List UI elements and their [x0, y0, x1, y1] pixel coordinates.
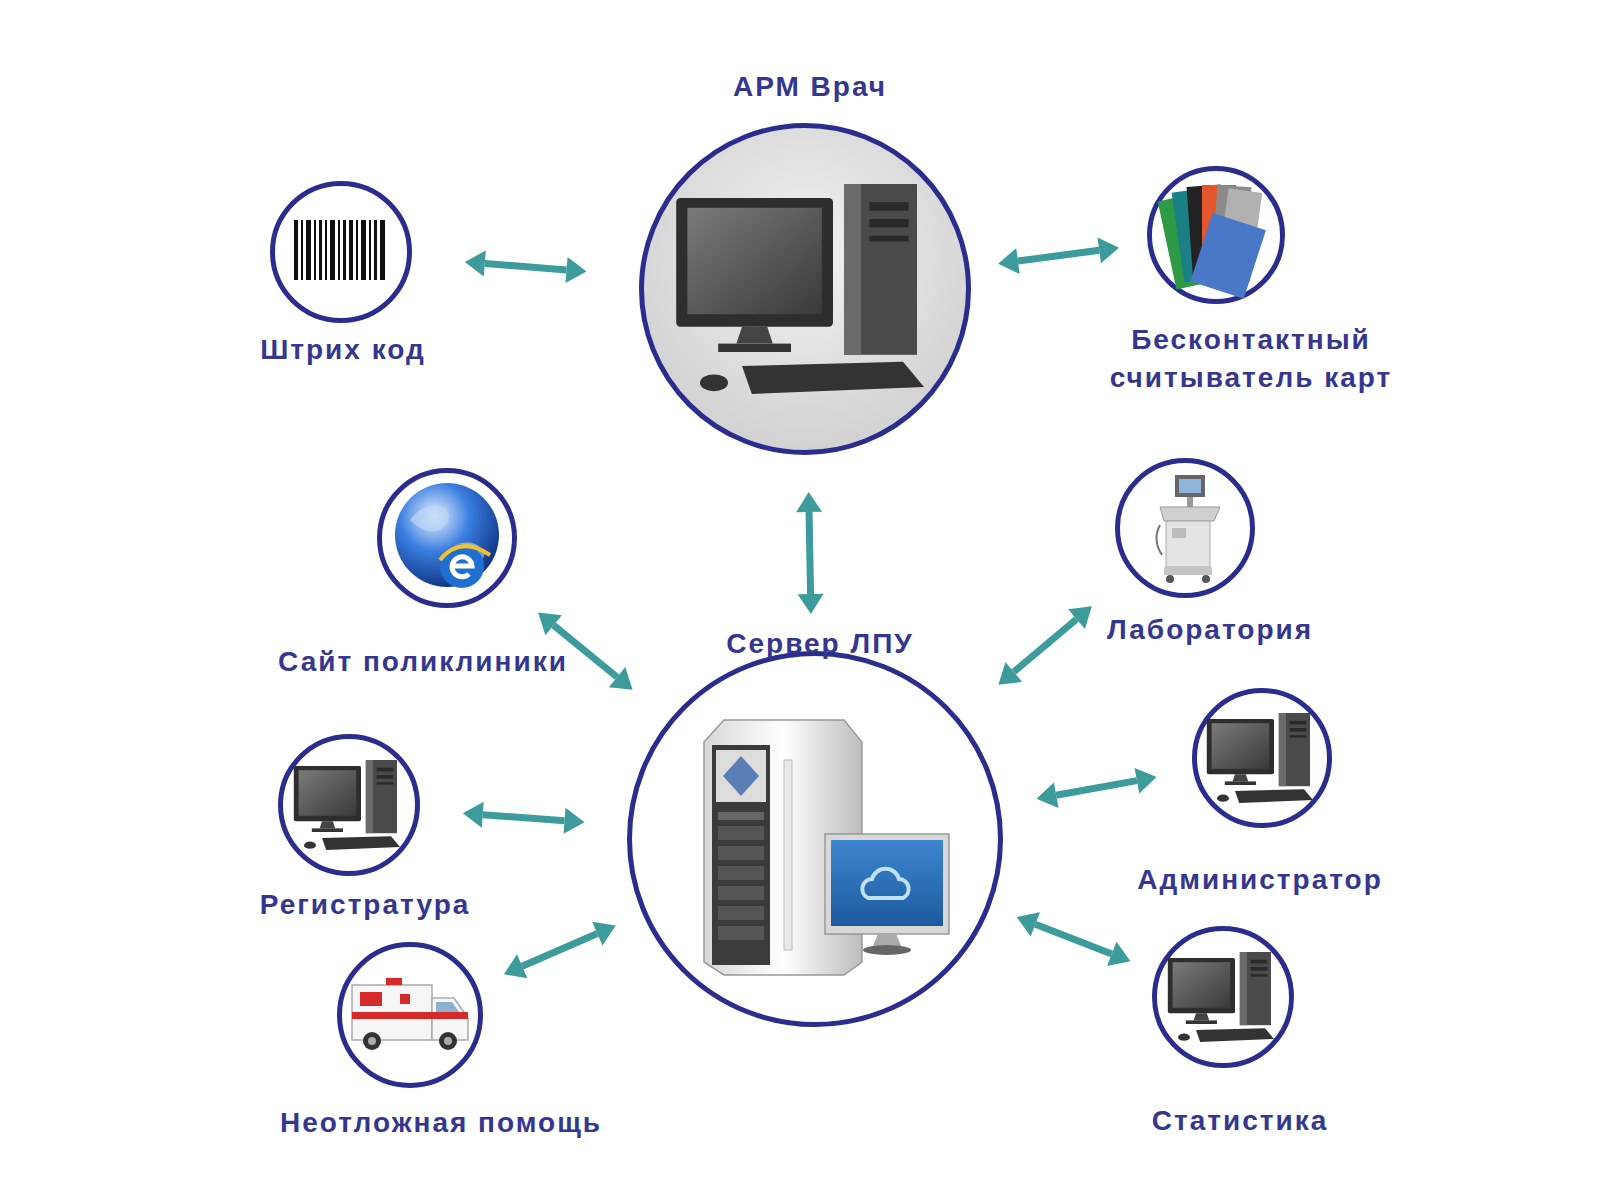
arrow-head	[1098, 237, 1120, 263]
arrow-head	[1107, 942, 1130, 966]
node-label: Штрих код	[260, 331, 426, 369]
double-arrow	[1017, 912, 1131, 966]
circle-node: Сайт поликлиники	[377, 468, 517, 608]
double-arrow	[504, 922, 616, 979]
node-label: Лаборатория	[1107, 611, 1313, 649]
circle-node: АРМ Врач	[639, 123, 971, 455]
arrow-head	[564, 808, 585, 834]
arrow-shaft	[1018, 250, 1099, 261]
double-arrow	[998, 606, 1091, 684]
arrow-shaft	[483, 815, 565, 821]
node-label: Администратор	[1137, 861, 1383, 899]
arrow-head	[796, 492, 822, 512]
arrow-head	[609, 667, 633, 690]
circle-node: Статистика	[1152, 926, 1294, 1068]
lab-device-icon	[1156, 475, 1220, 583]
barcode-icon	[294, 220, 385, 280]
arrow-head	[1017, 912, 1040, 936]
ambulance-icon	[352, 978, 468, 1050]
arrow-shaft	[485, 263, 567, 270]
circle-node: Лаборатория	[1115, 458, 1255, 598]
arrow-shaft	[1056, 781, 1137, 796]
node-label: Статистика	[1152, 1102, 1329, 1140]
arrow-head	[1037, 782, 1059, 808]
node-label: Регистратура	[260, 886, 471, 924]
circle-node: Администратор	[1192, 688, 1332, 828]
double-arrow	[796, 492, 823, 614]
circle-node: Бесконтактный считыватель карт	[1147, 166, 1285, 304]
circle-node: Неотложная помощь	[337, 942, 483, 1088]
workstation-icon	[1207, 713, 1313, 803]
arrow-head	[1068, 606, 1092, 629]
arrow-head	[565, 257, 586, 283]
node-label: Неотложная помощь	[280, 1104, 602, 1142]
workstation-icon	[294, 760, 400, 850]
node-label: Сервер ЛПУ	[726, 625, 913, 663]
workstation-icon	[676, 184, 924, 394]
arrow-shaft	[1035, 924, 1111, 954]
arrow-head	[998, 248, 1020, 274]
server-icon	[704, 720, 949, 975]
arrow-head	[465, 251, 486, 277]
arrow-shaft	[809, 512, 810, 594]
arrow-shaft	[522, 934, 597, 967]
arrow-head	[463, 802, 484, 828]
arrow-head	[998, 662, 1022, 685]
double-arrow	[463, 802, 585, 834]
arrow-head	[798, 594, 824, 614]
cards-icon	[1158, 185, 1266, 299]
globe-icon	[395, 483, 499, 588]
double-arrow	[1037, 768, 1157, 808]
node-label: АРМ Врач	[733, 68, 887, 106]
double-arrow	[998, 237, 1119, 273]
circle-node: Регистратура	[278, 734, 420, 876]
arrow-head	[1135, 768, 1157, 794]
double-arrow	[465, 251, 587, 283]
arrow-head	[538, 613, 562, 636]
arrow-shaft	[1014, 619, 1077, 672]
node-label: Бесконтактный считыватель карт	[1081, 321, 1421, 397]
node-label: Сайт поликлиники	[278, 643, 568, 681]
circle-node: Сервер ЛПУ	[627, 651, 1003, 1027]
arrow-head	[592, 922, 616, 946]
double-arrow	[538, 613, 632, 690]
arrow-shaft	[554, 625, 617, 677]
circle-node: Штрих код	[270, 181, 412, 323]
workstation-icon	[1168, 952, 1274, 1042]
arrow-head	[504, 954, 528, 978]
